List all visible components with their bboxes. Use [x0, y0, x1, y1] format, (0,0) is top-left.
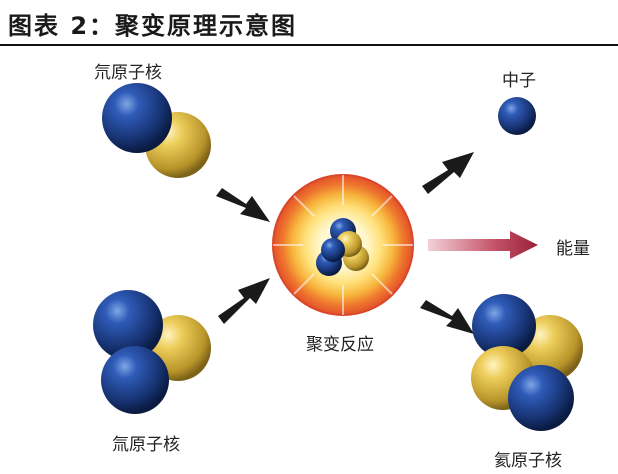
proton-particle	[101, 346, 169, 414]
arrow-tritium-in	[218, 278, 270, 324]
arrow-neutron-out	[422, 152, 474, 194]
label-deuterium: 氘原子核	[94, 63, 162, 83]
tritium-nucleus	[93, 290, 211, 414]
neutron-product	[498, 97, 536, 135]
title-underline	[0, 44, 618, 46]
label-tritium: 氚原子核	[112, 435, 180, 455]
proton-particle	[93, 290, 163, 360]
fusion-burst	[272, 174, 414, 316]
energy-arrow	[428, 231, 538, 259]
proton-particle	[472, 294, 536, 358]
proton-particle	[508, 365, 574, 431]
helium-nucleus	[471, 294, 583, 431]
label-neutron: 中子	[502, 71, 536, 91]
arrow-deuterium-in	[216, 188, 270, 222]
deuterium-nucleus	[102, 83, 211, 178]
label-energy: 能量	[556, 239, 590, 259]
label-fusion-reaction: 聚变反应	[306, 335, 374, 355]
label-helium: 氦原子核	[494, 451, 562, 471]
arrow-helium-out	[420, 300, 474, 334]
proton-particle	[102, 83, 172, 153]
figure-title: 图表 2：聚变原理示意图	[8, 12, 298, 40]
proton-particle	[321, 238, 345, 262]
